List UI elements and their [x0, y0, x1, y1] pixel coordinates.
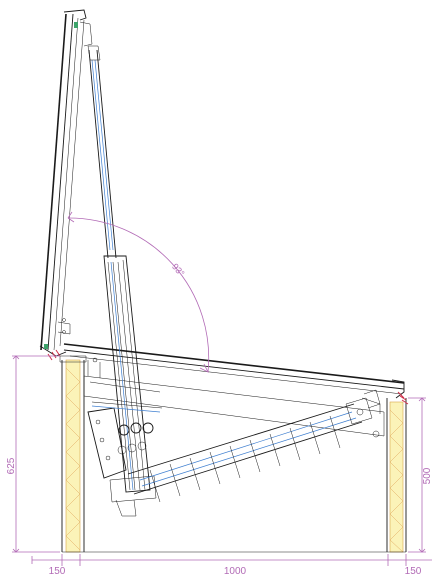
- dimension-opening-angle: 93°: [67, 211, 210, 373]
- base-frame: [63, 343, 409, 438]
- dimension-widths: 150 1000 150: [31, 554, 432, 575]
- mounting-bracket: [87, 401, 163, 479]
- opened-lid: [39, 9, 93, 361]
- right-upstand: [386, 398, 407, 553]
- dimension-upstand-height: 500: [408, 397, 432, 553]
- base-actuator: [127, 389, 381, 503]
- label-upstand-height: 500: [422, 467, 432, 484]
- lid-actuator: [87, 45, 157, 517]
- left-upstand: [59, 355, 87, 553]
- label-opening-width: 1000: [224, 566, 247, 575]
- label-overall-height: 625: [6, 457, 17, 474]
- dimension-overall-height: 625: [6, 355, 60, 553]
- label-left-upstand-width: 150: [49, 566, 66, 575]
- label-right-upstand-width: 150: [405, 566, 422, 575]
